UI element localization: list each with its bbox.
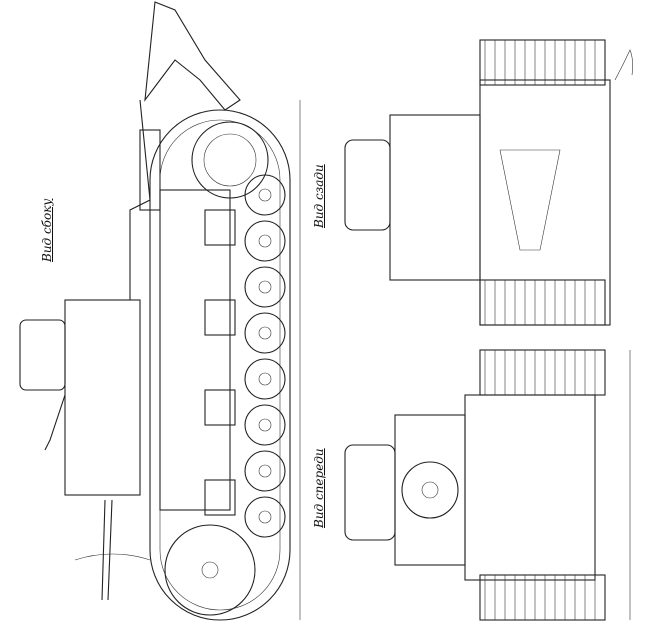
hull-side [159,189,231,511]
wheel-hub [258,372,272,386]
track-top [479,349,606,396]
tail-skid [144,1,241,111]
suspension-spring [204,209,236,246]
gun-barrel [101,499,106,601]
turret [64,299,141,496]
wheel-hub [258,188,272,202]
wheel-hub [258,280,272,294]
road-wheel [244,174,286,216]
wheel-hub [258,464,272,478]
road-wheel [244,358,286,400]
suspension-spring [204,299,236,336]
road-wheel [244,266,286,308]
road-wheel [244,496,286,538]
side-view [19,1,301,621]
suspension-spring [204,389,236,426]
road-wheel [244,450,286,492]
wheel-hub [258,234,272,248]
front-view-label: Вид спереди [312,448,326,528]
road-wheel [244,220,286,262]
wheel-hub [258,510,272,524]
signature [614,49,633,81]
side-view-label: Вид сбоку [40,198,54,262]
commander-cupola [19,319,66,391]
front-view [344,349,631,621]
wheel-hub [258,326,272,340]
idler-wheel [164,524,256,616]
road-wheel [244,312,286,354]
suspension-spring [204,479,236,516]
rear-view-label: Вид сзади [312,164,326,228]
track-bottom [479,574,606,621]
track-bottom [479,279,606,326]
track-top [479,39,606,86]
wheel-hub [258,418,272,432]
road-wheel [244,404,286,446]
front-hull-body [464,394,596,581]
rear-view [344,39,611,326]
track [149,109,291,621]
drive-sprocket [191,121,269,199]
